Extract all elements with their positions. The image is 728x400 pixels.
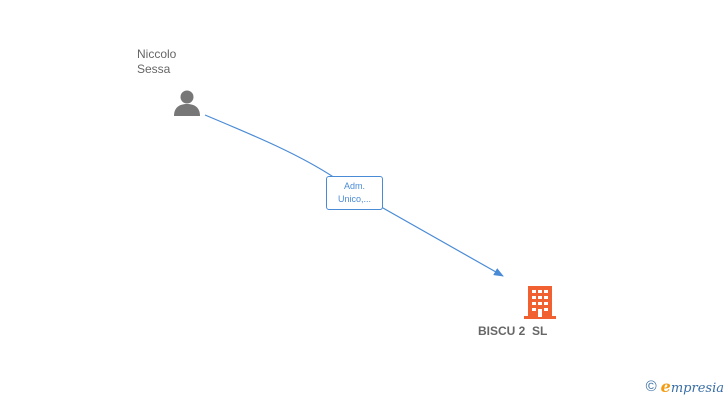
person-name[interactable]: Niccolo Sessa xyxy=(137,47,233,77)
copyright-icon: © xyxy=(645,377,657,395)
person-icon[interactable] xyxy=(172,88,202,118)
person-name-line2: Sessa xyxy=(137,62,171,76)
brand-logo[interactable]: empresia xyxy=(661,377,724,396)
relationship-label-line2: Unico,... xyxy=(337,194,371,204)
company-name[interactable]: BISCU 2 SL xyxy=(478,324,548,338)
brand-initial: e xyxy=(660,376,671,396)
person-name-line1: Niccolo xyxy=(137,47,177,61)
footer-branding: © empresia xyxy=(646,376,724,396)
relationship-label-line1: Adm. xyxy=(343,181,365,191)
building-icon[interactable] xyxy=(523,284,557,320)
relationship-label[interactable]: Adm. Unico,... xyxy=(326,176,383,210)
brand-name: mpresia xyxy=(670,380,724,396)
